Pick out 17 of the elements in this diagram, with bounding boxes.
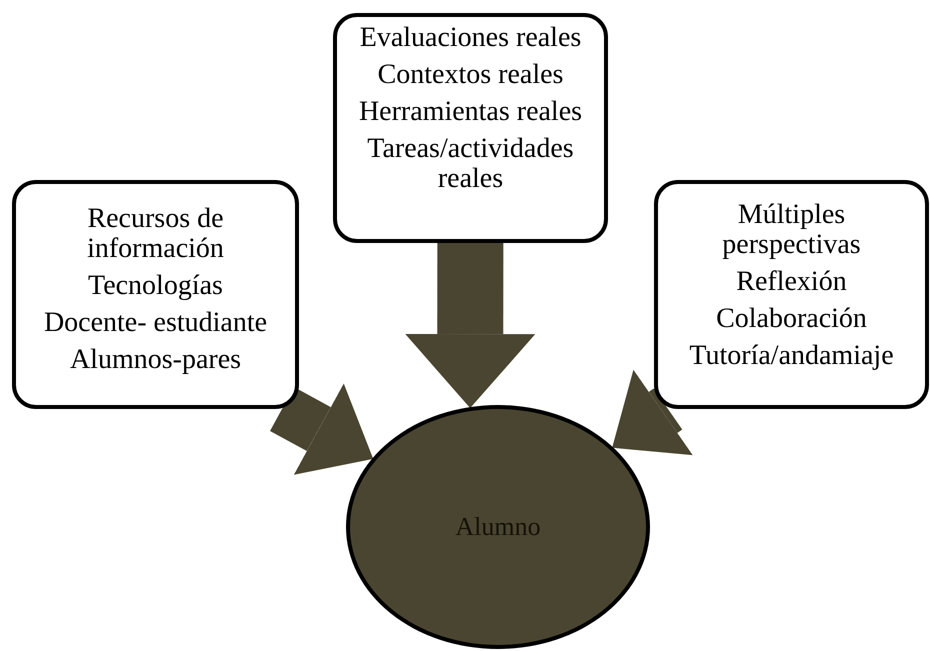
- node-text: Recursos de información: [86, 204, 225, 264]
- node-text: Herramientas reales: [358, 97, 582, 127]
- block-arrow: [270, 383, 374, 475]
- block-arrow: [612, 370, 693, 456]
- rounded-box: [12, 180, 299, 409]
- node-text: Tareas/actividades reales: [366, 134, 575, 194]
- node-text: Evaluaciones reales: [360, 23, 582, 53]
- rounded-box: [654, 180, 929, 409]
- node-text: Tecnologías: [88, 271, 223, 301]
- node-text: Colaboración: [716, 304, 867, 334]
- rounded-box: [333, 13, 608, 243]
- node-text: Alumnos-pares: [70, 345, 242, 375]
- node-text: Múltiples perspectivas: [721, 200, 862, 260]
- node-text: Tutoría/andamiaje: [689, 341, 894, 371]
- node-text: Contextos reales: [378, 60, 564, 90]
- node-text: Reflexión: [736, 267, 847, 297]
- node-text: Docente- estudiante: [44, 308, 268, 338]
